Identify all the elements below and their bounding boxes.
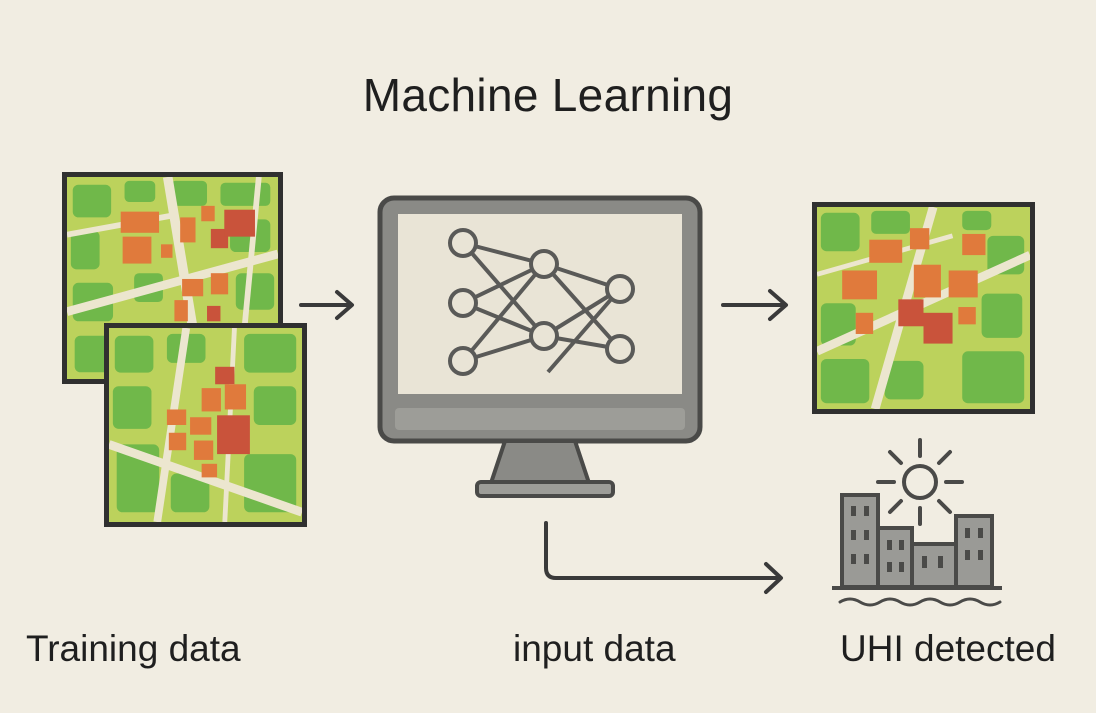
uhi-detected-label: UHI detected [840, 628, 1056, 669]
computer-monitor [377, 195, 703, 498]
sun-icon [876, 438, 964, 526]
input-data-label: input data [513, 628, 676, 669]
right-arrow-icon [721, 289, 788, 321]
training-data-label: Training data [26, 628, 241, 669]
output-map [812, 202, 1035, 414]
elbow-arrow-icon [544, 521, 783, 594]
city-buildings-icon [832, 493, 1002, 590]
water-waves-icon [838, 597, 1002, 607]
right-arrow-icon [299, 290, 354, 320]
training-map-2 [104, 323, 307, 527]
diagram-title: Machine Learning [362, 69, 734, 121]
neural-network-icon [448, 228, 635, 376]
